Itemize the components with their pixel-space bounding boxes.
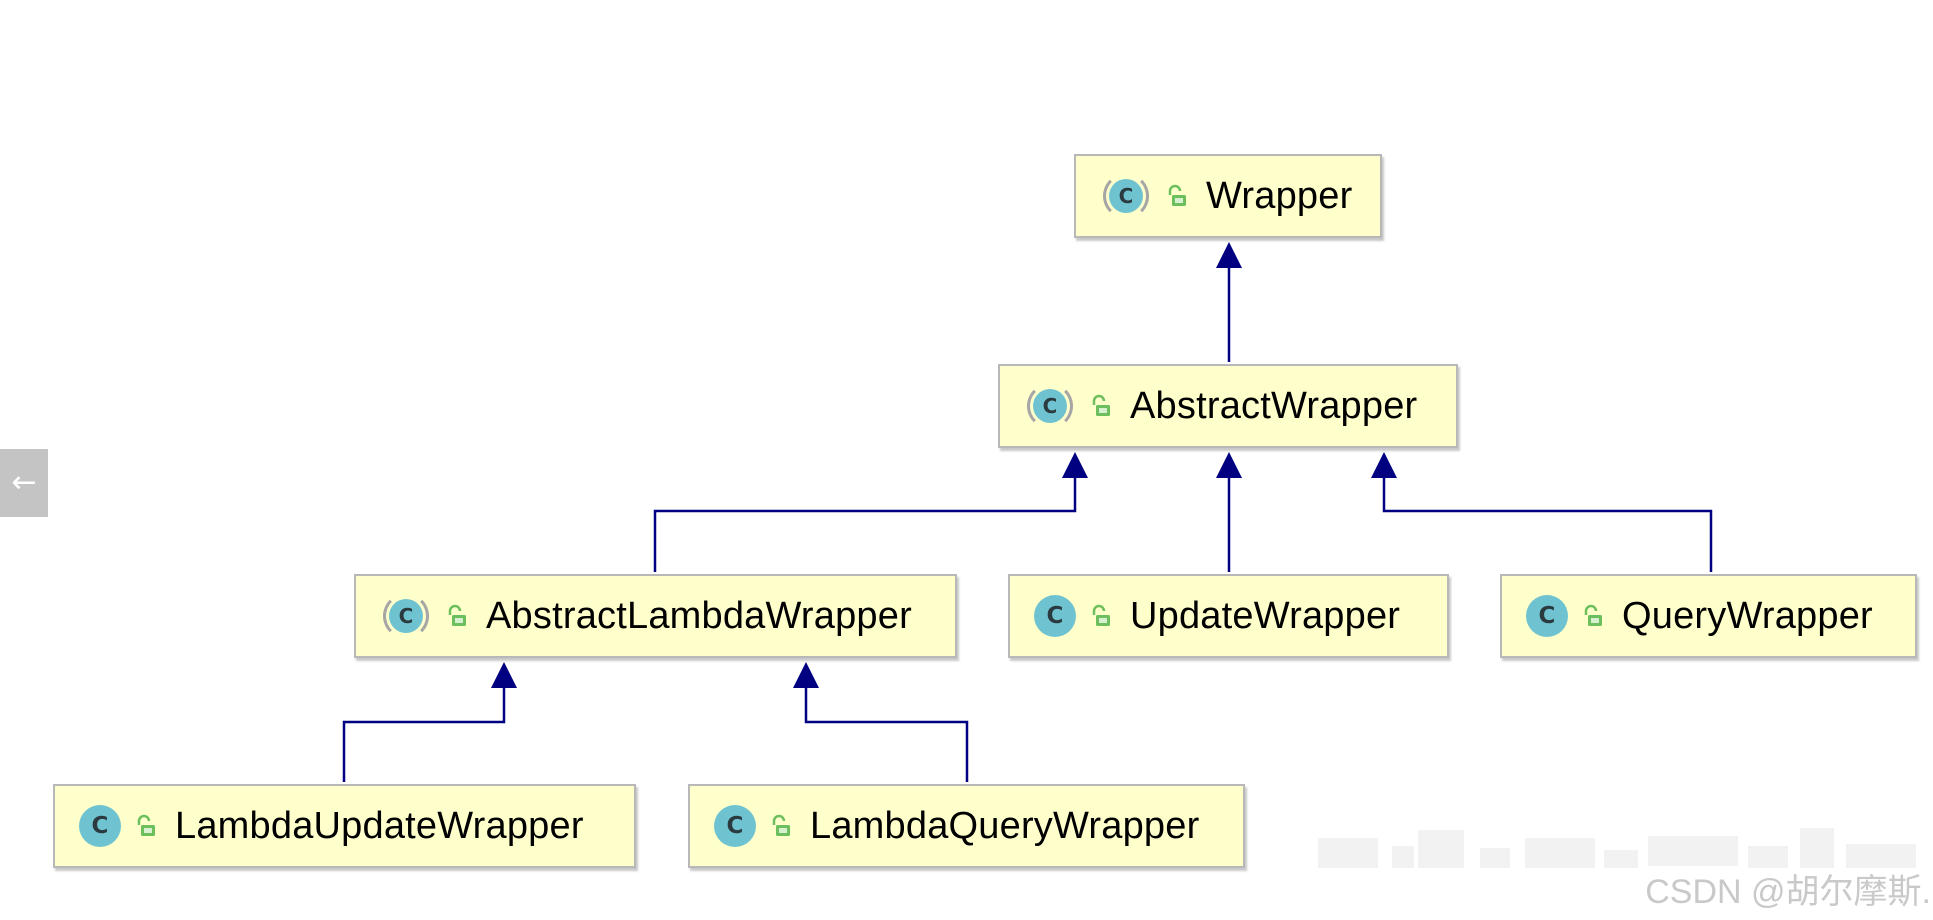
class-icon: C <box>79 805 121 847</box>
inheritance-arrowhead <box>1216 242 1242 268</box>
node-wrapper[interactable]: C Wrapper <box>1074 154 1382 238</box>
node-lambda-update-wrapper[interactable]: C LambdaUpdateWrapper <box>53 784 636 868</box>
node-label: UpdateWrapper <box>1130 594 1401 637</box>
class-icon: C <box>1526 595 1568 637</box>
edge-querywrapper-to-abstractwrapper <box>1371 452 1713 572</box>
public-visibility-icon <box>448 604 466 626</box>
inheritance-arrowhead <box>1062 452 1088 478</box>
class-icon: C <box>714 805 756 847</box>
abstract-class-icon: C <box>380 593 432 639</box>
inheritance-arrowhead <box>1371 452 1397 478</box>
public-visibility-icon <box>772 814 790 836</box>
edge-abstractwrapper-to-wrapper <box>1216 242 1242 362</box>
edge-lambdaquerywrapper-to-abstractlambdawrapper <box>793 662 969 782</box>
inheritance-arrowhead <box>491 662 517 688</box>
public-visibility-icon <box>137 814 155 836</box>
node-label: LambdaQueryWrapper <box>810 804 1200 847</box>
edge-updatewrapper-to-abstractwrapper <box>1216 452 1242 572</box>
abstract-class-icon: C <box>1024 383 1076 429</box>
public-visibility-icon <box>1168 184 1186 206</box>
node-label: QueryWrapper <box>1622 594 1873 637</box>
back-button[interactable]: ← <box>0 449 48 517</box>
public-visibility-icon <box>1584 604 1602 626</box>
node-label: AbstractWrapper <box>1130 384 1418 427</box>
edge-abstractlambdawrapper-to-abstractwrapper <box>653 452 1088 572</box>
node-abstract-lambda-wrapper[interactable]: C AbstractLambdaWrapper <box>354 574 957 658</box>
watermark-text: CSDN @胡尔摩斯. <box>1645 873 1931 911</box>
abstract-class-icon: C <box>1100 173 1152 219</box>
inheritance-arrowhead <box>793 662 819 688</box>
public-visibility-icon <box>1092 604 1110 626</box>
node-label: AbstractLambdaWrapper <box>486 594 912 637</box>
node-label: LambdaUpdateWrapper <box>175 804 584 847</box>
arrow-left-icon: ← <box>11 465 37 500</box>
class-icon: C <box>1034 595 1076 637</box>
node-lambda-query-wrapper[interactable]: C LambdaQueryWrapper <box>688 784 1245 868</box>
edge-lambdaupdatewrapper-to-abstractlambdawrapper <box>342 662 517 782</box>
node-update-wrapper[interactable]: C UpdateWrapper <box>1008 574 1449 658</box>
inheritance-arrowhead <box>1216 452 1242 478</box>
public-visibility-icon <box>1092 394 1110 416</box>
node-abstract-wrapper[interactable]: C AbstractWrapper <box>998 364 1458 448</box>
node-query-wrapper[interactable]: C QueryWrapper <box>1500 574 1917 658</box>
node-label: Wrapper <box>1206 174 1353 217</box>
